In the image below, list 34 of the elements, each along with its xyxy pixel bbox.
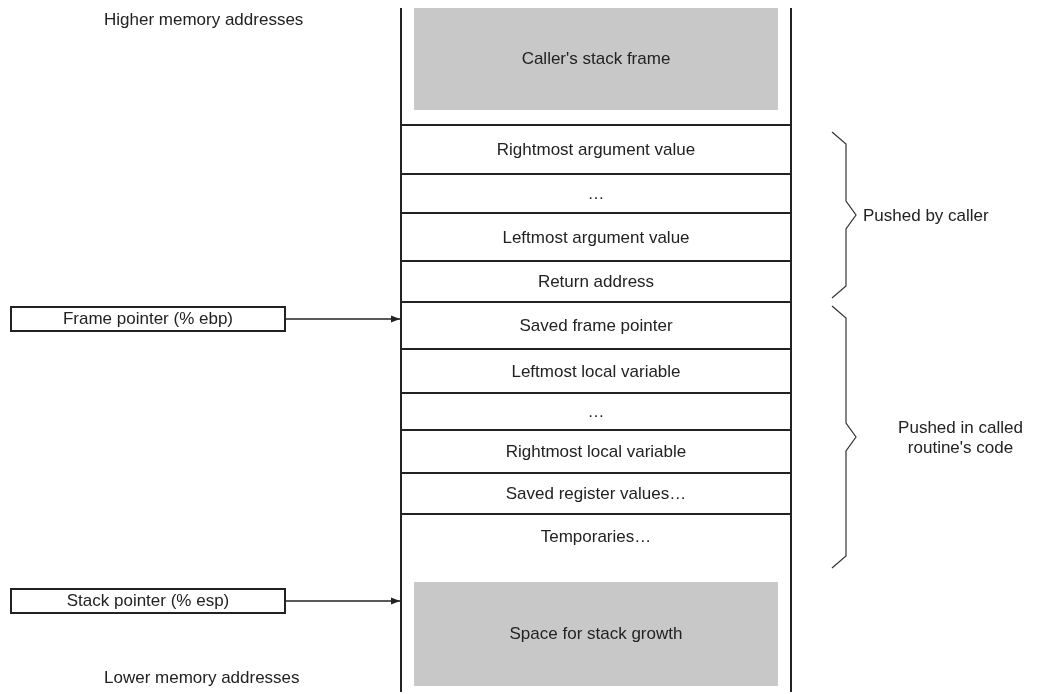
- slot-label: Rightmost local variable: [505, 442, 687, 462]
- slot-label: Caller's stack frame: [521, 49, 671, 69]
- slot-label: Space for stack growth: [509, 624, 683, 644]
- brace-label: Pushed by caller: [863, 206, 989, 226]
- stack-slot: [400, 472, 792, 514]
- stack-frame-block: [400, 8, 792, 125]
- slot-label: Saved frame pointer: [519, 316, 673, 336]
- slot-label: Temporaries…: [540, 526, 652, 547]
- stack-slot: [400, 513, 792, 558]
- slot-label: Frame pointer (% ebp): [62, 309, 234, 329]
- slot-label: …: [587, 402, 605, 422]
- arrow: [285, 597, 401, 605]
- register-box: [10, 306, 286, 332]
- slot-label: Stack pointer (% esp): [66, 591, 230, 611]
- slot-label: Leftmost local variable: [511, 361, 681, 382]
- slot-label: Leftmost argument value: [502, 227, 690, 248]
- address-note: Higher memory addresses: [104, 10, 304, 30]
- stack-slot: [400, 301, 792, 349]
- stack-slot: [400, 124, 792, 174]
- slot-label: Saved register values…: [505, 484, 687, 504]
- stack-slot: [400, 260, 792, 302]
- stack-slot: [400, 212, 792, 261]
- slot-label: Rightmost argument value: [496, 140, 696, 160]
- address-note: Lower memory addresses: [104, 668, 300, 688]
- register-box: [10, 588, 286, 614]
- stack-slot: [400, 429, 792, 473]
- arrow: [285, 315, 401, 323]
- brace-label: Pushed in called routine's code: [897, 418, 1024, 458]
- stack-frame-block: [400, 557, 792, 692]
- slot-label: …: [587, 184, 605, 204]
- stack-slot: [400, 173, 792, 213]
- stack-slot: [400, 348, 792, 393]
- slot-label: Return address: [537, 272, 655, 292]
- stack-slot: [400, 392, 792, 430]
